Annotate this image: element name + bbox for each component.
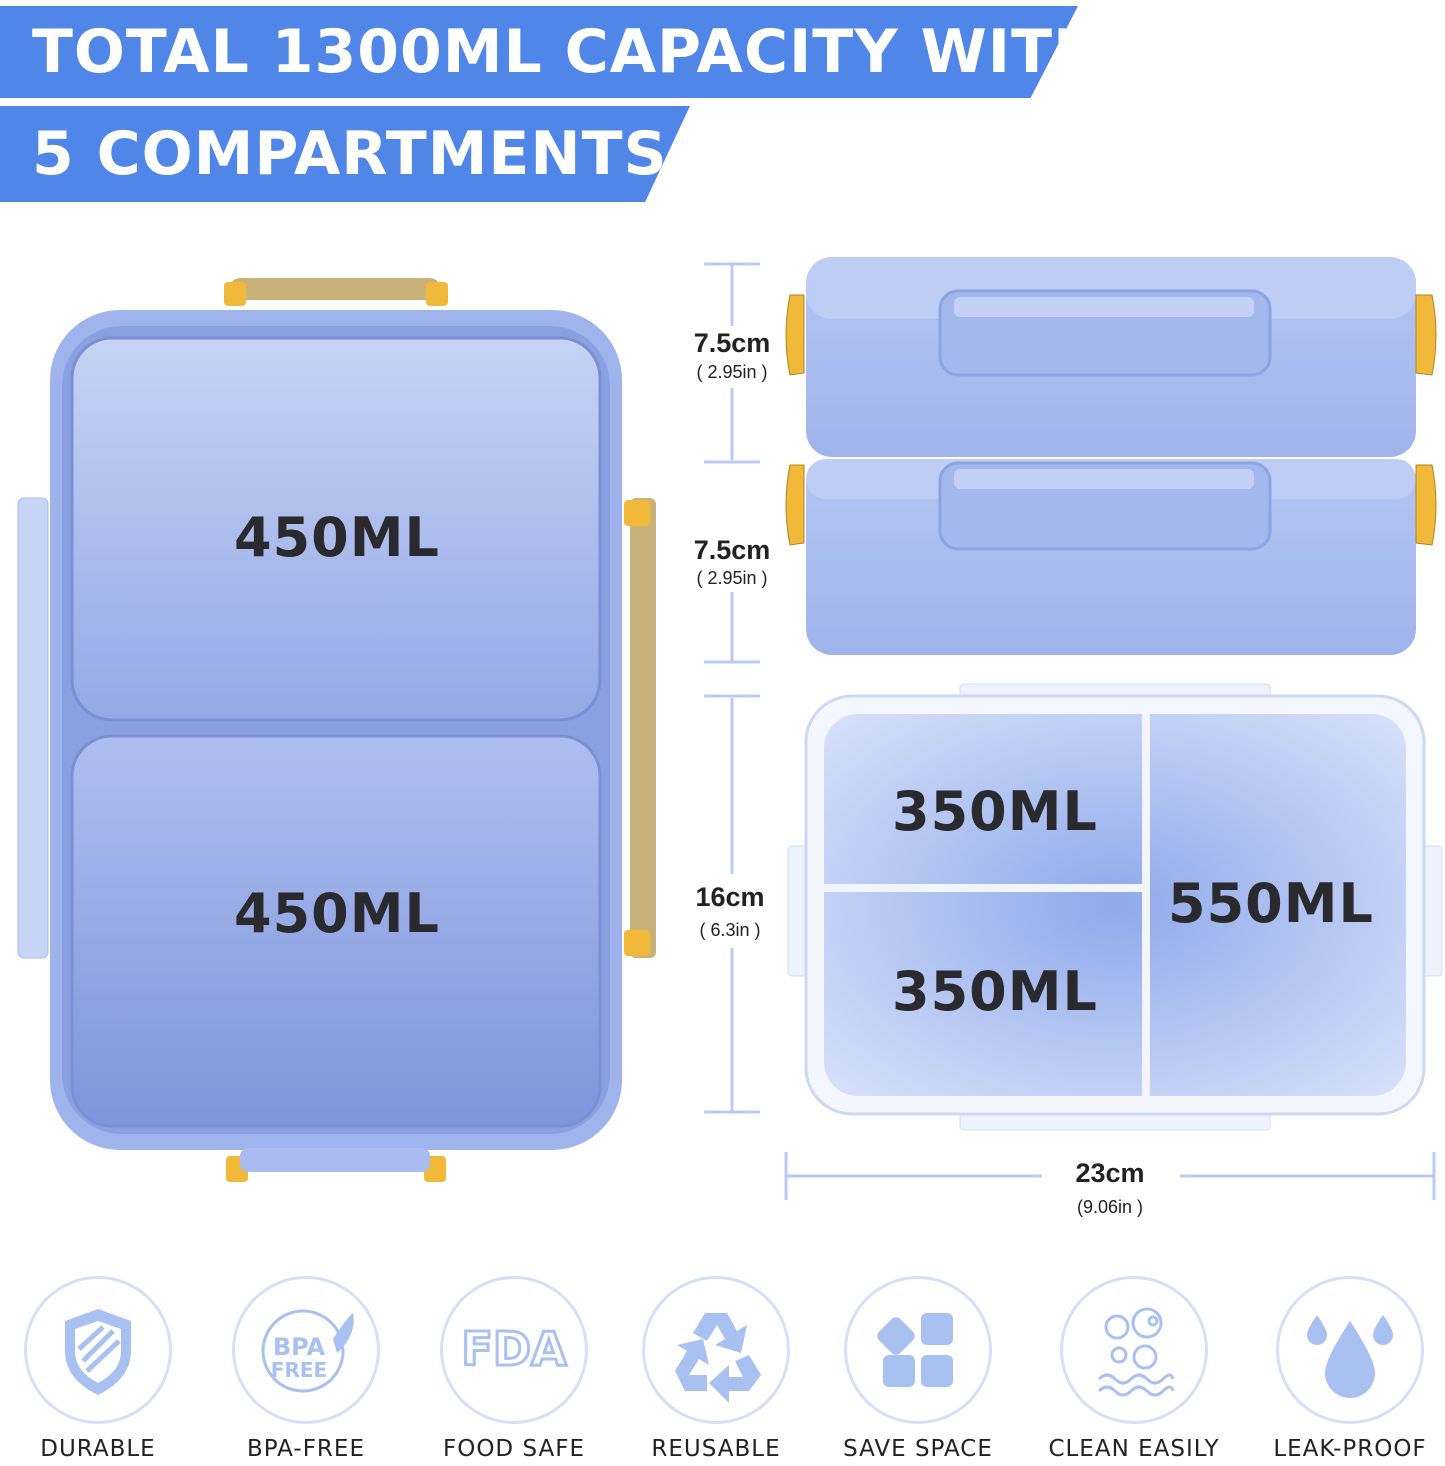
feature-label-save-space: SAVE SPACE: [843, 1436, 993, 1462]
recycle-icon: [675, 1313, 761, 1403]
fda-text: FDA: [461, 1322, 567, 1376]
bubbles-icon: [1097, 1307, 1175, 1397]
three-compartment-box-illustration: [787, 683, 1443, 1131]
feature-durable: DURABLE: [18, 1272, 178, 1462]
stacked-lunch-box-illustration: [785, 257, 1437, 655]
compartment-volume-bottom-left: 350ML: [892, 960, 1098, 1023]
free-text: FREE: [271, 1358, 327, 1382]
droplets-icon: [1307, 1315, 1393, 1398]
tier1-height-inches: ( 2.95in ): [696, 362, 768, 382]
feature-clean-easily: CLEAN EASILY: [1048, 1272, 1219, 1462]
depth-label: 16cm: [695, 882, 765, 912]
lunch-box-top-view: [0, 260, 680, 1200]
feature-label-bpa-free: BPA-FREE: [247, 1436, 365, 1462]
depth-inches: ( 6.3in ): [699, 920, 761, 940]
stacked-lunch-box-side-view: [776, 255, 1445, 665]
fda-icon: FDA: [460, 1321, 569, 1378]
width-inches: (9.06in ): [1076, 1197, 1144, 1217]
height-dimension-line: [700, 262, 764, 1122]
width-label: 23cm: [1075, 1158, 1145, 1188]
feature-label-durable: DURABLE: [40, 1436, 156, 1462]
feature-label-food-safe: FOOD SAFE: [443, 1436, 585, 1462]
compartment-volume-top-left: 350ML: [892, 780, 1098, 843]
feature-leak-proof: LEAK-PROOF: [1270, 1272, 1430, 1462]
tier2-height-label: 7.5cm: [693, 535, 771, 565]
headline-line-1: TOTAL 1300ML CAPACITY WITH: [0, 6, 1078, 98]
feature-save-space: SAVE SPACE: [838, 1272, 998, 1462]
bpa-text: BPA: [273, 1333, 326, 1361]
tier2-height-inches: ( 2.95in ): [696, 568, 768, 588]
three-compartment-box-top-view: [784, 680, 1445, 1140]
save-space-icon: [877, 1313, 953, 1387]
width-dimension-line: [780, 1148, 1440, 1208]
feature-label-leak-proof: LEAK-PROOF: [1273, 1436, 1427, 1462]
shield-icon: [65, 1309, 131, 1395]
compartment-volume-bottom: 450ML: [234, 882, 440, 945]
feature-bpa-free: BPA FREE BPA-FREE: [226, 1272, 386, 1462]
headline-line-2: 5 COMPARTMENTS: [0, 106, 690, 202]
feature-label-reusable: REUSABLE: [651, 1436, 781, 1462]
feature-label-clean-easily: CLEAN EASILY: [1048, 1436, 1220, 1462]
tier1-height-label: 7.5cm: [693, 328, 771, 358]
bpa-free-icon: BPA FREE: [261, 1309, 354, 1393]
compartment-volume-top: 450ML: [234, 506, 440, 569]
feature-food-safe: FDA FOOD SAFE: [434, 1272, 594, 1462]
compartment-volume-right: 550ML: [1168, 872, 1374, 935]
lunch-box-top-view-illustration: [17, 278, 656, 1182]
feature-reusable: REUSABLE: [636, 1272, 796, 1462]
